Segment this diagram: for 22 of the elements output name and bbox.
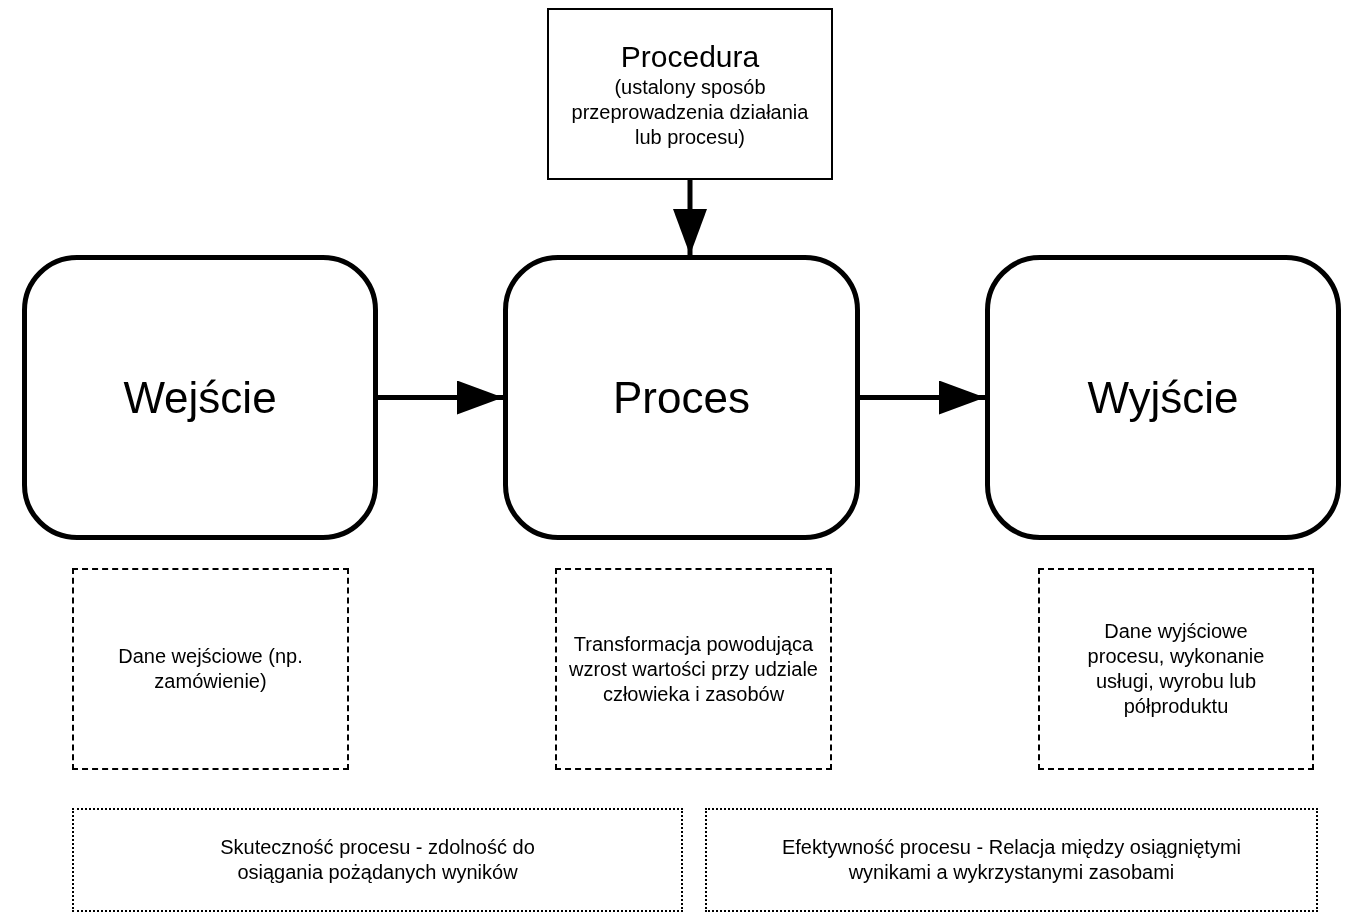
box-title: Procedura	[620, 38, 760, 75]
definition-box	[705, 808, 1318, 912]
arrow	[673, 180, 707, 255]
input-box	[22, 255, 378, 540]
box-text: Proces	[613, 372, 750, 424]
box-text: Dane wejściowe (np. zamówienie)	[117, 644, 304, 694]
output-box	[985, 255, 1341, 540]
box-text: Wejście	[123, 372, 277, 424]
box-text: Dane wyjściowe procesu, wykonanie usługi, wyrobu lub półproduktu	[1086, 619, 1266, 719]
note-box	[72, 568, 349, 770]
box-text: Skuteczność procesu - zdolność do osiągania pożądanych wyników	[219, 835, 536, 885]
box-text: Transformacja powodująca wzrost wartości przy udziale człowieka i zasobów	[568, 631, 819, 707]
note-box	[1038, 568, 1314, 770]
definition-box	[72, 808, 683, 912]
arrow	[860, 380, 985, 415]
note-box	[555, 568, 832, 770]
arrow	[378, 380, 503, 415]
box-text: Efektywność procesu - Relacja między osiągniętymi wynikami a wykrzystanymi zasobami	[780, 835, 1243, 885]
process-box	[503, 255, 860, 540]
procedure-box	[547, 8, 833, 180]
box-text: (ustalony sposób przeprowadzenia działania lub procesu)	[570, 75, 810, 151]
box-text: Wyjście	[1087, 372, 1239, 424]
